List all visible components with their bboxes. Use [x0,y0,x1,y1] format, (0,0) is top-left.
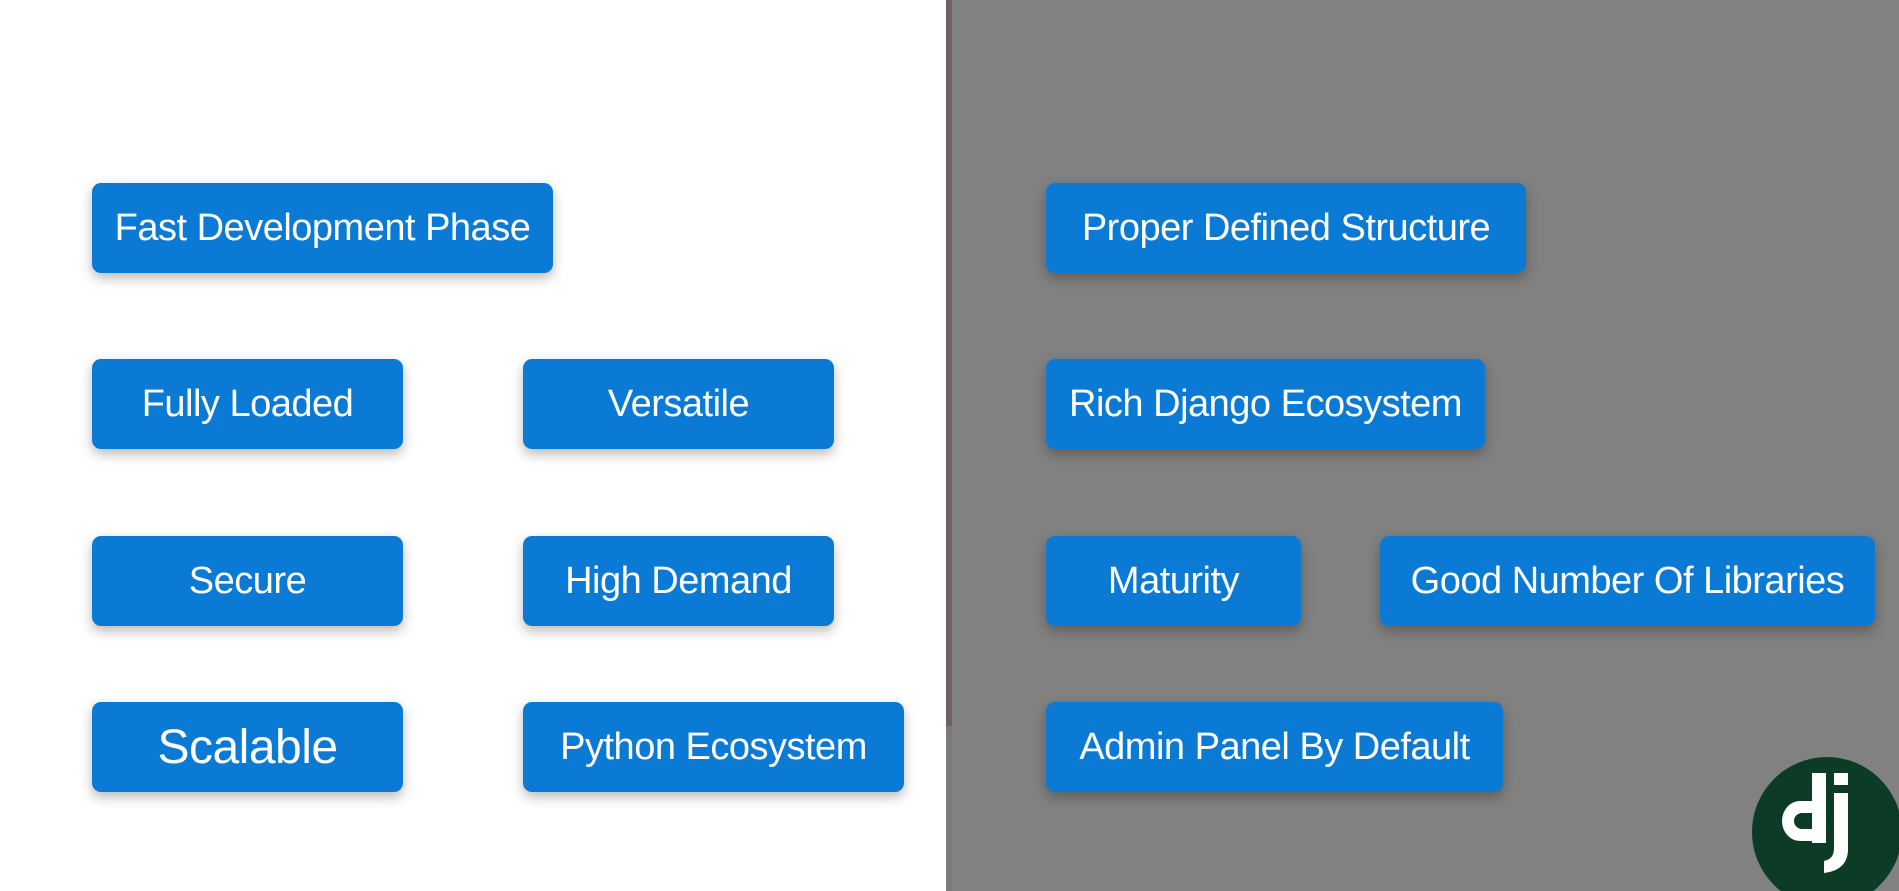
tag-admin-panel-by-default: Admin Panel By Default [1046,702,1503,792]
tag-maturity: Maturity [1046,536,1301,626]
tag-fast-development-phase: Fast Development Phase [92,183,553,273]
panel-divider [946,0,953,726]
panel-divider-lower [946,726,953,891]
tag-secure: Secure [92,536,403,626]
tag-scalable: Scalable [92,702,403,792]
tag-good-number-of-libraries: Good Number Of Libraries [1380,536,1875,626]
tag-high-demand: High Demand [523,536,834,626]
django-logo-glyph [1782,773,1848,873]
tag-python-ecosystem: Python Ecosystem [523,702,904,792]
tag-proper-defined-structure: Proper Defined Structure [1046,183,1526,273]
tag-versatile: Versatile [523,359,834,449]
django-logo-icon [1752,757,1899,891]
tag-rich-django-ecosystem: Rich Django Ecosystem [1046,359,1485,449]
tag-fully-loaded: Fully Loaded [92,359,403,449]
